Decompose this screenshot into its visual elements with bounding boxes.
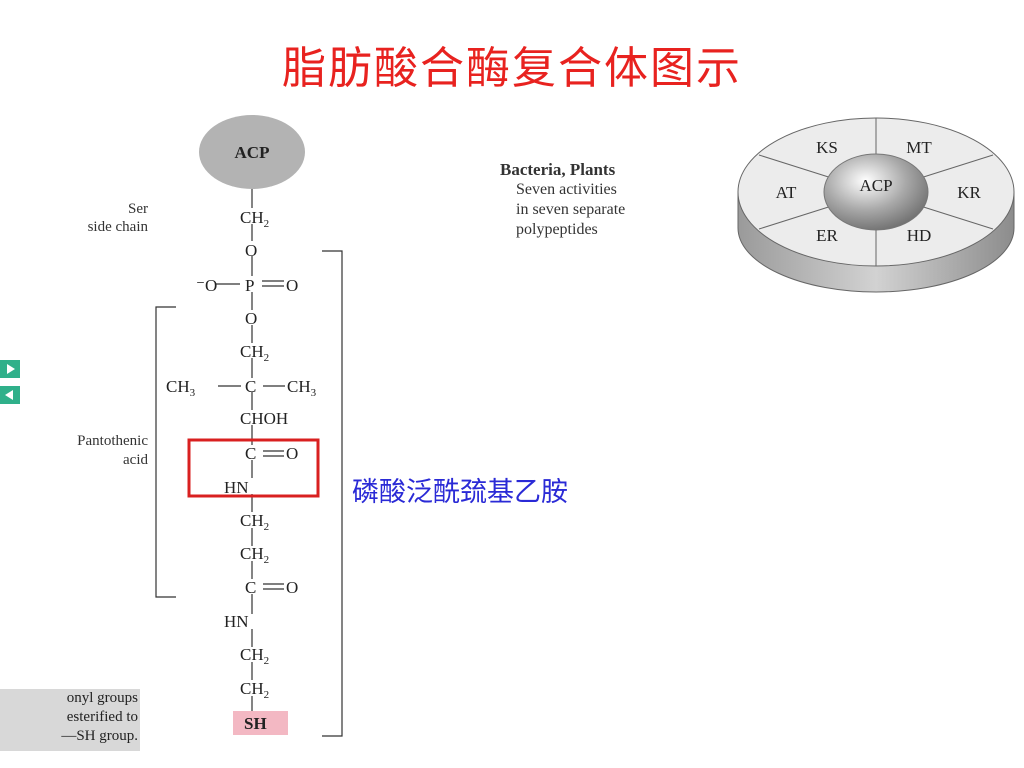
- segment-at: AT: [776, 183, 797, 202]
- ser-label: Ser: [128, 201, 148, 217]
- pantothenic-label: Pantothenic: [77, 433, 148, 449]
- segment-hd: HD: [907, 226, 932, 245]
- side-note-line-2: esterified to: [66, 709, 138, 725]
- c-atom: C: [245, 444, 256, 463]
- ch3-right-atom: CH3: [287, 377, 317, 399]
- pantothenic-bracket: [155, 306, 176, 598]
- play-left-icon: [5, 390, 13, 400]
- o-atom: O: [245, 309, 257, 328]
- ch2-atom: CH2: [240, 208, 269, 230]
- bacteria-heading: Bacteria, Plants: [500, 160, 616, 179]
- backbone-bonds: [215, 189, 285, 712]
- acp-circle: [199, 115, 305, 189]
- ch3-left-atom: CH3: [166, 377, 196, 399]
- amide-highlight-box: [187, 438, 320, 498]
- ch2-atom: CH2: [240, 511, 269, 533]
- o-double-atom: O: [286, 444, 298, 463]
- ch2-atom: CH2: [240, 645, 269, 667]
- ch2-atom: CH2: [240, 544, 269, 566]
- complex-center-label: ACP: [859, 176, 892, 195]
- o-minus-atom: ⁻O: [196, 276, 217, 295]
- sh-highlight: [233, 711, 288, 735]
- segment-dividers: [758, 118, 994, 266]
- c-atom: C: [245, 578, 256, 597]
- ch2-atom: CH2: [240, 679, 269, 701]
- sh-group: SH: [244, 714, 267, 733]
- fas-complex-disc: ACP KS MT KR HD ER AT: [737, 117, 1015, 293]
- o-double-atom: O: [286, 578, 298, 597]
- prev-slide-button[interactable]: [0, 386, 20, 404]
- acid-label: acid: [123, 452, 148, 468]
- acp-label: ACP: [235, 143, 270, 162]
- bacteria-line-1: Seven activities: [516, 181, 617, 198]
- bacteria-line-2: in seven separate: [516, 201, 626, 218]
- side-chain-label: side chain: [88, 219, 149, 235]
- bacteria-plants-caption: Bacteria, Plants Seven activities in sev…: [500, 160, 625, 240]
- segment-ks: KS: [816, 138, 838, 157]
- hn-atom: HN: [224, 612, 249, 631]
- c-atom: C: [245, 377, 256, 396]
- segment-mt: MT: [906, 138, 932, 157]
- hn-atom: HN: [224, 478, 249, 497]
- side-note-line-1: onyl groups: [66, 690, 138, 706]
- next-slide-button[interactable]: [0, 360, 20, 378]
- page-title: 脂肪酸合酶复合体图示: [282, 43, 742, 94]
- phosphopantetheine-annotation: 磷酸泛酰巯基乙胺: [352, 477, 568, 508]
- choh-atom: CHOH: [240, 409, 288, 428]
- acp-dome: [823, 153, 929, 231]
- side-note-box: onyl groups esterified to —SH group.: [0, 689, 140, 751]
- segment-er: ER: [816, 226, 838, 245]
- p-atom: P: [245, 276, 254, 295]
- o-double-atom: O: [286, 276, 298, 295]
- o-atom: O: [245, 241, 257, 260]
- phosphopantetheine-bracket: [322, 250, 343, 737]
- ch2-atom: CH2: [240, 342, 269, 364]
- bacteria-line-3: polypeptides: [516, 221, 598, 238]
- play-right-icon: [7, 364, 15, 374]
- segment-kr: KR: [957, 183, 981, 202]
- side-note-line-3: —SH group.: [61, 728, 138, 744]
